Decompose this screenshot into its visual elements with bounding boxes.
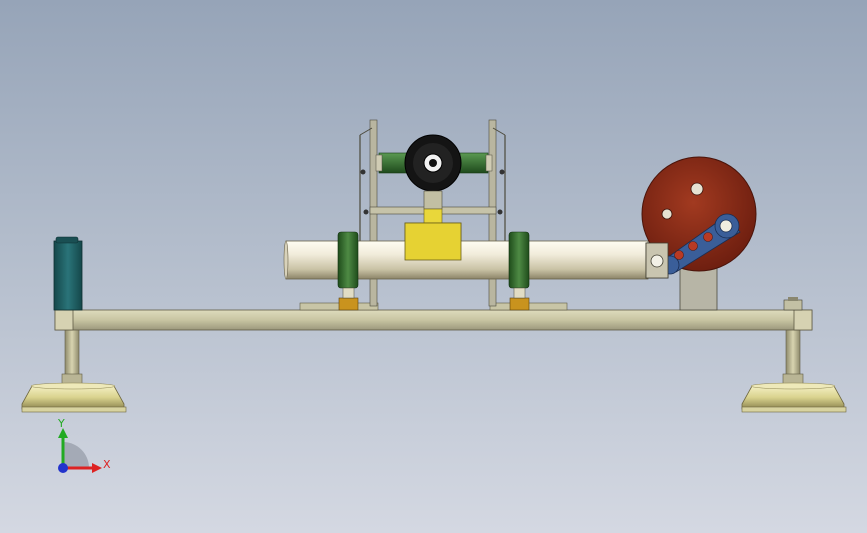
z-axis-dot xyxy=(58,463,68,473)
x-axis-label: X xyxy=(103,458,111,471)
left-leveling-foot xyxy=(21,327,127,413)
y-axis-label: Y xyxy=(57,417,65,430)
left-clamp xyxy=(337,231,359,311)
crank-wheel-assembly xyxy=(641,156,757,311)
right-clamp xyxy=(508,231,530,311)
base-beam xyxy=(54,297,813,331)
triad-arc xyxy=(63,442,89,468)
top-pinch-roller xyxy=(375,134,493,210)
motor-box xyxy=(53,236,83,311)
coordinate-triad: Y X xyxy=(57,417,111,473)
right-leveling-foot xyxy=(741,327,847,413)
